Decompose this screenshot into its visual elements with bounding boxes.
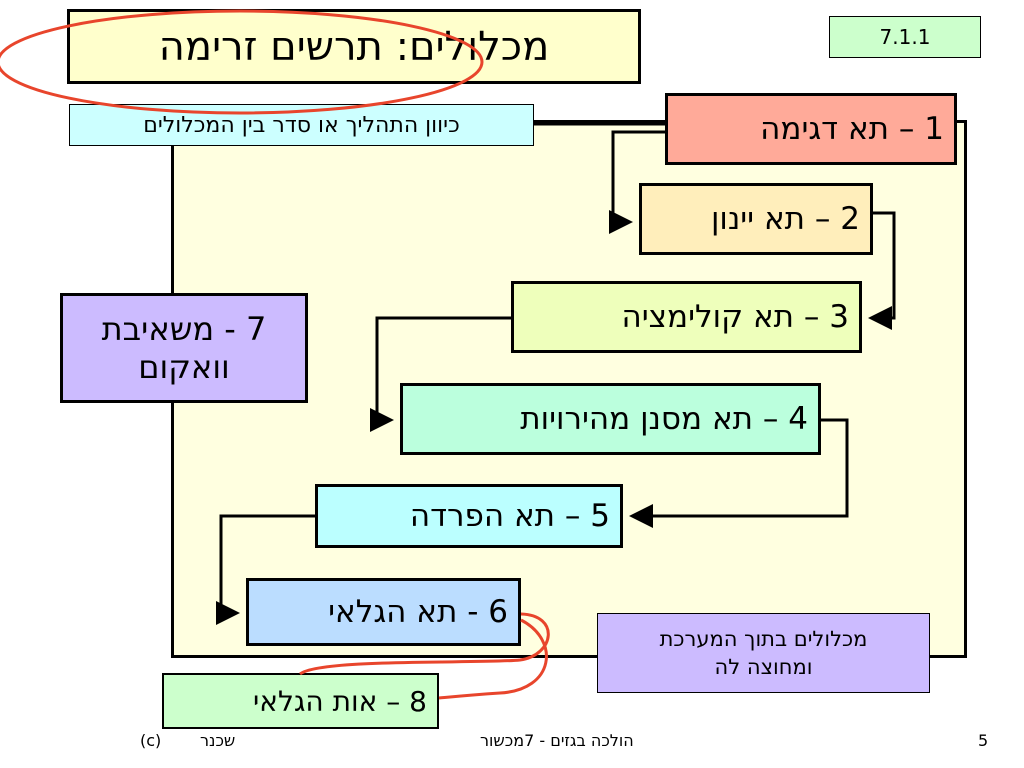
version-label: 7.1.1 — [829, 16, 981, 58]
footer-author: שכנר — [200, 731, 236, 750]
component-ionization-cell: 2 – תא יינון — [639, 183, 873, 255]
component-vacuum-pump: 7 - משאיבת וואקום — [60, 293, 308, 403]
footer-course-prefix: הולכה בגזים - — [534, 731, 634, 750]
inner-note-line1: מכלולים בתוך המערכת — [659, 626, 868, 651]
inner-note-line2: ומחוצה לה — [714, 655, 813, 679]
component-detector-signal: 8 – אות הגלאי — [162, 673, 439, 729]
subtitle-label: כיוון התהליך או סדר בין המכלולים — [69, 104, 534, 146]
footer-course: הולכה בגזים - 7מכשור — [480, 731, 634, 750]
inner-outer-note: מכלולים בתוך המערכת ומחוצה לה — [597, 613, 930, 693]
component-separation-cell: 5 – תא הפרדה — [315, 484, 623, 548]
vacuum-pump-line2: וואקום — [138, 348, 230, 386]
footer-page-number: 5 — [978, 731, 989, 750]
component-detector-cell: 6 - תא הגלאי — [246, 578, 521, 646]
footer-copyright: (c) — [140, 731, 162, 750]
footer-course-suffix: 7מכשור — [480, 731, 535, 750]
component-sampling-cell: 1 – תא דגימה — [665, 93, 957, 165]
vacuum-pump-line1: 7 - משאיבת — [101, 309, 267, 348]
component-collimation-cell: 3 – תא קולימציה — [511, 281, 862, 353]
component-velocity-filter-cell: 4 – תא מסנן מהירויות — [400, 383, 821, 455]
slide-title: מכלולים: תרשים זרימה — [67, 9, 641, 84]
